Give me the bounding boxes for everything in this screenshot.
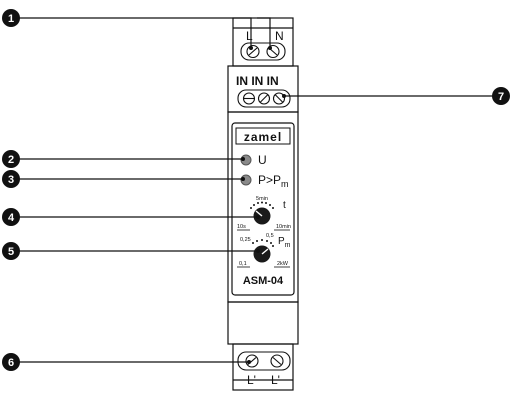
callout-1-marker (2, 9, 20, 27)
callout-7: 7 (492, 87, 510, 105)
leader-1-n (257, 17, 271, 48)
terminal-l-out-label-1: L' (247, 373, 256, 387)
callout-7-marker (492, 87, 510, 105)
callout-3-marker (2, 170, 20, 188)
terminal-l-out-label-2: L' (271, 373, 280, 387)
brand-logo: zamel (235, 127, 291, 145)
callout-1: 1 (2, 9, 20, 27)
leader-endpoints (241, 46, 286, 364)
callout-2: 2 (2, 150, 20, 168)
input-terminals-label: IN IN IN (236, 74, 279, 88)
indicator-u-label: U (258, 153, 267, 167)
callout-3: 3 (2, 170, 20, 188)
bottom-terminal-block (232, 343, 294, 391)
terminal-l-label: L (246, 29, 253, 43)
callout-2-number: 2 (8, 154, 14, 166)
power-knob-top-left-label: 0,25 (240, 237, 251, 243)
time-knob-min-label: 10s (237, 224, 246, 230)
time-knob[interactable]: 5min t 10s 10min (237, 196, 291, 231)
brand-name: zamel (244, 130, 282, 144)
input-terminals: IN IN IN (236, 74, 291, 108)
power-knob-max-label: 2kW (277, 261, 289, 267)
top-screw-housing (240, 42, 286, 61)
bottom-screw-housing (237, 351, 291, 371)
top-terminals: L N (240, 29, 286, 61)
callout-4: 4 (2, 208, 20, 226)
bottom-terminals: L' L' (237, 351, 291, 387)
terminal-n-label: N (275, 29, 284, 43)
callout-6: 6 (2, 353, 20, 371)
indicator-p: P>Pm (240, 173, 289, 189)
time-knob-ticks (250, 201, 274, 209)
model-label: ASM-04 (243, 275, 284, 287)
callout-2-marker (2, 150, 20, 168)
leader-1-l (17, 17, 252, 48)
power-knob[interactable]: 0,25 0,5 Pm 0,1 2kW (237, 233, 291, 268)
indicator-p-label: P>Pm (258, 173, 289, 189)
top-terminal-block (232, 17, 294, 67)
callout-3-number: 3 (8, 174, 14, 186)
callout-6-marker (2, 353, 20, 371)
callout-6-number: 6 (8, 357, 14, 369)
logo-frame (235, 127, 291, 145)
power-knob-min-label: 0,1 (239, 261, 247, 267)
callout-4-marker (2, 208, 20, 226)
leader-lines (17, 17, 497, 363)
time-knob-max-label: 10min (276, 224, 291, 230)
front-plate (231, 122, 295, 296)
callout-5-marker (2, 242, 20, 260)
callout-4-number: 4 (8, 212, 15, 224)
power-knob-label: Pm (278, 236, 291, 249)
time-knob-label: t (283, 200, 286, 211)
power-knob-top-right-label: 0,5 (266, 233, 274, 239)
callout-5: 5 (2, 242, 20, 260)
input-screw-housing (237, 89, 291, 108)
callout-5-number: 5 (8, 246, 14, 258)
device-body (227, 17, 299, 391)
power-knob-ticks (252, 239, 274, 247)
time-knob-top-label: 5min (256, 196, 268, 202)
lower-body (227, 301, 299, 345)
callout-7-number: 7 (498, 91, 504, 103)
indicator-u: U (240, 153, 267, 167)
callout-1-number: 1 (8, 13, 14, 25)
